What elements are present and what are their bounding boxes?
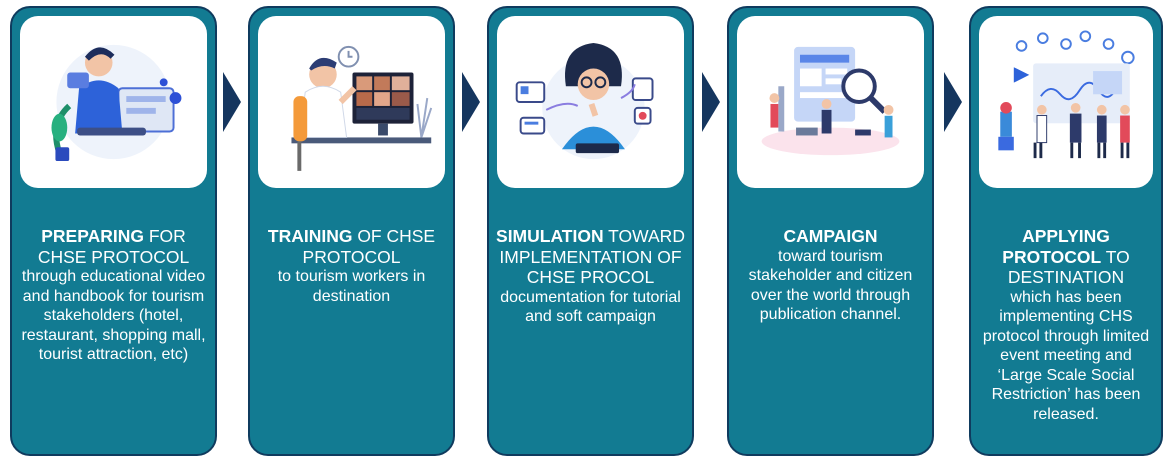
step-illustration	[258, 16, 445, 188]
step-heading: SIMULATION TOWARD IMPLEMENTATION OF CHSE…	[496, 226, 685, 287]
step-card-training: TRAINING OF CHSE PROTOCOL to tourism wor…	[248, 6, 455, 456]
step-illustration	[497, 16, 684, 188]
step-description: documentation for tutorial and soft camp…	[500, 288, 681, 326]
woman-thinking-illustration	[515, 42, 654, 160]
step-text: CAMPAIGN toward tourism stakeholder and …	[735, 226, 926, 325]
magnifier-team-illustration	[761, 46, 900, 156]
arrow-right-icon	[944, 72, 962, 132]
dashboard-team-illustration	[998, 30, 1135, 159]
arrow-right-icon	[462, 72, 480, 132]
step-illustration	[737, 16, 924, 188]
step-card-preparing: PREPARING FOR CHSE PROTOCOL through educ…	[10, 6, 217, 456]
step-description: to tourism workers in destination	[277, 268, 426, 305]
step-text: SIMULATION TOWARD IMPLEMENTATION OF CHSE…	[495, 226, 686, 327]
step-card-campaign: CAMPAIGN toward tourism stakeholder and …	[727, 6, 934, 456]
step-text: TRAINING OF CHSE PROTOCOL to tourism wor…	[256, 226, 447, 306]
person-laptop-illustration	[51, 44, 182, 162]
arrow-right-icon	[702, 72, 720, 132]
step-heading: PREPARING FOR CHSE PROTOCOL	[37, 226, 190, 267]
step-card-applying: APPLYING PROTOCOL TO DESTINATION which h…	[969, 6, 1163, 456]
video-conference-illustration	[291, 45, 433, 171]
step-heading: CAMPAIGN	[783, 226, 878, 246]
step-description: through educational video and handbook f…	[21, 268, 206, 363]
step-illustration	[20, 16, 207, 188]
step-description: which has been implementing CHS protocol…	[982, 288, 1150, 423]
step-heading: APPLYING PROTOCOL TO DESTINATION	[1002, 226, 1130, 287]
step-illustration	[979, 16, 1153, 188]
arrow-right-icon	[223, 72, 241, 132]
step-heading: TRAINING OF CHSE PROTOCOL	[267, 226, 436, 267]
step-text: APPLYING PROTOCOL TO DESTINATION which h…	[977, 226, 1155, 424]
step-card-simulation: SIMULATION TOWARD IMPLEMENTATION OF CHSE…	[487, 6, 694, 456]
step-description: toward tourism stakeholder and citizen o…	[748, 247, 913, 324]
step-text: PREPARING FOR CHSE PROTOCOL through educ…	[18, 226, 209, 365]
